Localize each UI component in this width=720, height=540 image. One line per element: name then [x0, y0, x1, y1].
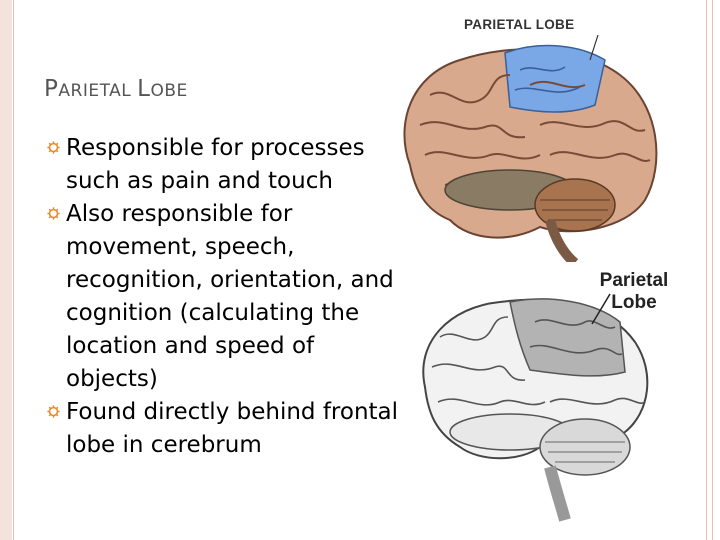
bullet-text: Also responsible for movement, speech, r… — [66, 201, 394, 392]
left-border-line — [13, 0, 14, 540]
gear-bullet-icon — [47, 405, 60, 418]
bullet-list: Responsible for processes such as pain a… — [46, 132, 406, 462]
gear-bullet-icon — [47, 207, 60, 220]
bullet-item: Also responsible for movement, speech, r… — [46, 198, 406, 396]
bullet-item: Found directly behind frontal lobe in ce… — [46, 396, 406, 462]
bullet-item: Responsible for processes such as pain a… — [46, 132, 406, 198]
bottom-label-line2: Lobe — [611, 292, 657, 313]
bullet-text: Found directly behind frontal lobe in ce… — [66, 399, 399, 458]
bottom-label-line1: Parietal — [599, 270, 669, 291]
bullet-text: Responsible for processes such as pain a… — [66, 135, 365, 194]
slide-title: PARIETAL LOBE — [44, 76, 188, 102]
right-border-line-outer — [712, 0, 713, 540]
brain-illustration-top — [390, 15, 675, 265]
bottom-image-label: Parietal Lobe — [584, 270, 684, 314]
top-image-label: PARIETAL LOBE — [464, 17, 575, 32]
brain-illustration-bottom — [400, 262, 690, 532]
gear-bullet-icon — [47, 141, 60, 154]
left-border-band — [0, 0, 12, 540]
right-border-line — [706, 0, 707, 540]
